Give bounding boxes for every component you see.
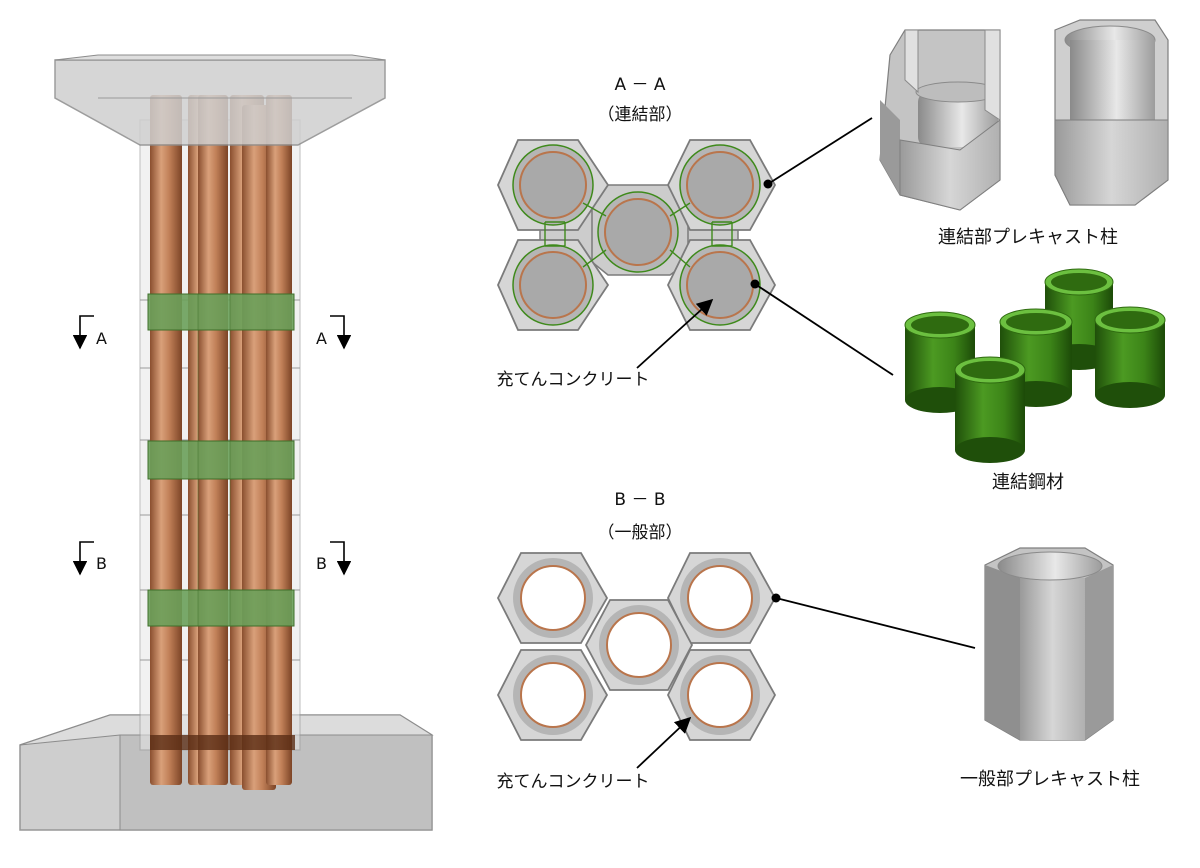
general-precast-label: 一般部プレキャスト柱	[960, 769, 1140, 790]
section-aa-subtitle: （連結部）	[598, 105, 683, 125]
cut-mark-a-left: A	[72, 315, 107, 350]
joint-steel-label: 連結鋼材	[992, 472, 1064, 493]
section-bb-hex-tl	[496, 552, 609, 644]
cut-mark-b-left: B	[72, 541, 107, 576]
section-bb-subtitle: （一般部）	[598, 523, 683, 543]
section-bb-hex-bl	[496, 649, 609, 741]
joint-precast-label: 連結部プレキャスト柱	[938, 227, 1118, 248]
section-aa-hex-tl	[497, 139, 610, 231]
pipe	[266, 95, 292, 785]
section-aa: A － A （連結部）	[497, 75, 894, 390]
section-aa-steel-ties	[544, 202, 733, 268]
general-precast-column: 一般部プレキャスト柱	[960, 547, 1140, 790]
steel-ring	[1094, 306, 1166, 408]
cut-mark-a-right-label: A	[316, 329, 327, 348]
section-bb-fill-label: 充てんコンクリート	[497, 772, 650, 792]
joint-precast-column-pieces: 連結部プレキャスト柱	[879, 19, 1169, 248]
section-aa-fill-label: 充てんコンクリート	[497, 370, 650, 390]
section-aa-hex-tr	[666, 139, 777, 231]
cut-mark-b-left-label: B	[96, 554, 107, 573]
steel-ring	[954, 356, 1026, 463]
section-aa-title: A － A	[614, 75, 665, 95]
cut-mark-a-left-label: A	[96, 329, 107, 348]
section-bb-title: B － B	[614, 490, 665, 510]
pipe	[198, 95, 228, 785]
cut-mark-b-right-label: B	[316, 554, 327, 573]
section-aa-center	[597, 191, 679, 273]
joint-steel-pieces: 連結鋼材	[904, 268, 1166, 493]
joint-bands	[147, 293, 295, 627]
cut-mark-a-right: A	[316, 315, 352, 350]
pier-3d-model: A A B B	[19, 54, 434, 831]
section-bb: B － B （一般部） 充てんコンクリート	[497, 490, 976, 792]
section-aa-hex-bl	[497, 239, 610, 331]
section-bb-hex-br	[666, 649, 777, 741]
section-bb-hex-tr	[666, 552, 777, 644]
pipe	[150, 95, 182, 785]
section-bb-hex-center	[584, 599, 694, 691]
cut-mark-b-right: B	[316, 541, 352, 576]
steel-ring	[999, 308, 1073, 407]
pier-cap	[54, 54, 386, 146]
